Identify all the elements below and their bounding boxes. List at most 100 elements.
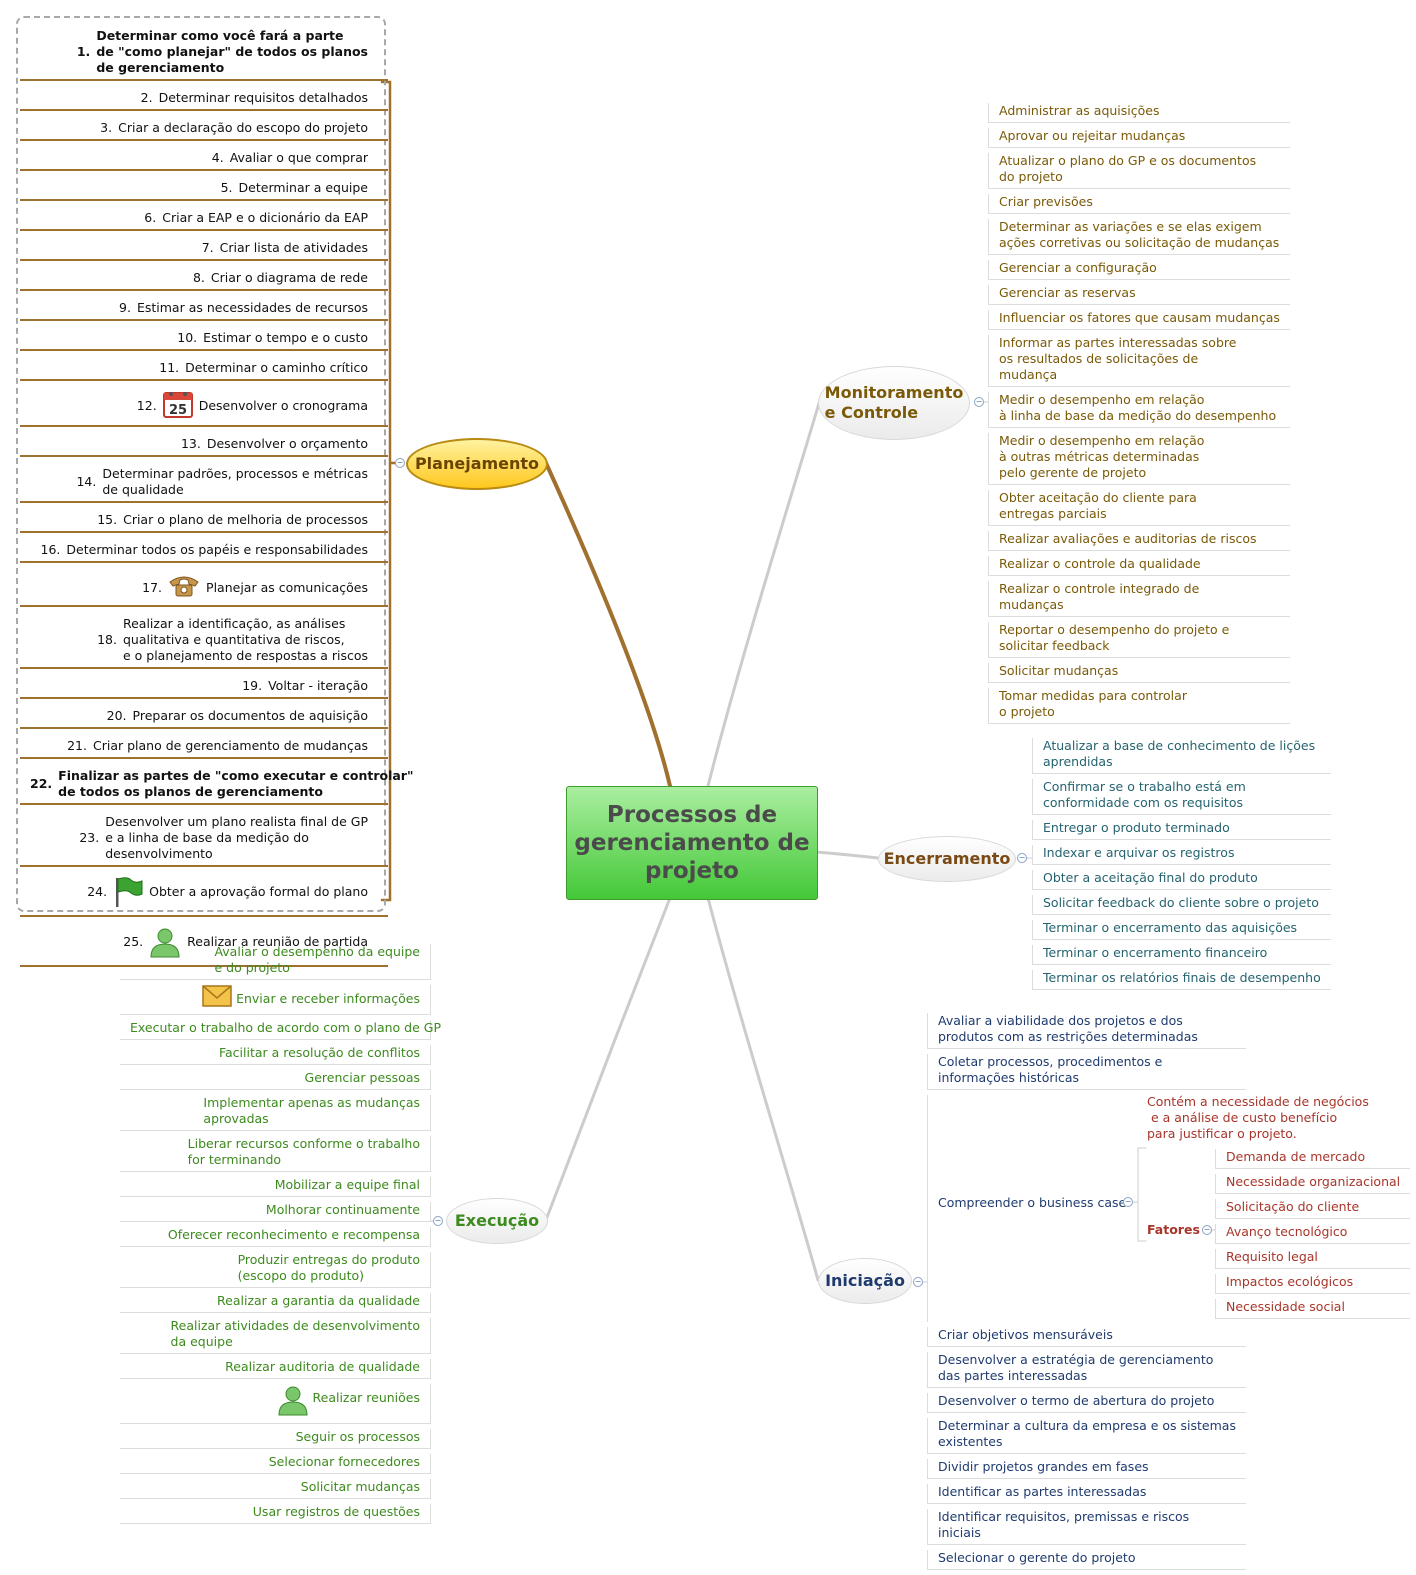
planejamento-item[interactable]: 3.Criar a declaração do escopo do projet… [20, 120, 388, 141]
planejamento-item[interactable]: 1.Determinar como você fará a parte de "… [20, 28, 388, 81]
execucao-item[interactable]: Gerenciar pessoas [120, 1070, 431, 1090]
execucao-item[interactable]: Produzir entregas do produto (escopo do … [120, 1252, 431, 1288]
monitoramento-item[interactable]: Influenciar os fatores que causam mudanç… [988, 310, 1290, 330]
collapse-planejamento-icon[interactable]: − [395, 458, 405, 468]
root-topic[interactable]: Processos de gerenciamento de projeto [566, 786, 818, 900]
monitoramento-item[interactable]: Informar as partes interessadas sobre os… [988, 335, 1290, 387]
collapse-monitoramento-icon[interactable]: − [974, 397, 984, 407]
encerramento-item[interactable]: Terminar o encerramento das aquisições [1032, 920, 1331, 940]
fator-item[interactable]: Demanda de mercado [1215, 1149, 1411, 1169]
planejamento-item[interactable]: 4.Avaliar o que comprar [20, 150, 388, 171]
iniciacao-item[interactable]: Desenvolver a estratégia de gerenciament… [927, 1352, 1246, 1388]
fator-item[interactable]: Requisito legal [1215, 1249, 1411, 1269]
planejamento-item[interactable]: 24.Obter a aprovação formal do plano [20, 876, 388, 917]
topic-monitoramento[interactable]: Monitoramento e Controle [818, 366, 970, 440]
planejamento-item[interactable]: 13.Desenvolver o orçamento [20, 436, 388, 457]
planejamento-item[interactable]: 15.Criar o plano de melhoria de processo… [20, 512, 388, 533]
collapse-iniciacao-icon[interactable]: − [913, 1277, 923, 1287]
execucao-item[interactable]: Realizar reuniões [120, 1384, 431, 1424]
execucao-item[interactable]: Mobilizar a equipe final [120, 1177, 431, 1197]
planejamento-item[interactable]: 25.Realizar a reunião de partida [20, 926, 388, 967]
iniciacao-item[interactable]: Determinar a cultura da empresa e os sis… [927, 1418, 1246, 1454]
execucao-item[interactable]: Implementar apenas as mudanças aprovadas [120, 1095, 431, 1131]
execucao-item[interactable]: Molhorar continuamente [120, 1202, 431, 1222]
iniciacao-item[interactable]: Desenvolver o termo de abertura do proje… [927, 1393, 1246, 1413]
planejamento-item[interactable]: 5.Determinar a equipe [20, 180, 388, 201]
planejamento-item[interactable]: 2.Determinar requisitos detalhados [20, 90, 388, 111]
execucao-item[interactable]: Solicitar mudanças [120, 1479, 431, 1499]
monitoramento-item[interactable]: Medir o desempenho em relação à linha de… [988, 392, 1290, 428]
encerramento-item[interactable]: Indexar e arquivar os registros [1032, 845, 1331, 865]
encerramento-item[interactable]: Entregar o produto terminado [1032, 820, 1331, 840]
topic-encerramento[interactable]: Encerramento [878, 836, 1016, 882]
execucao-item[interactable]: Usar registros de questões [120, 1504, 431, 1524]
fatores-label[interactable]: Fatores [1147, 1222, 1200, 1237]
encerramento-item[interactable]: Terminar o encerramento financeiro [1032, 945, 1331, 965]
monitoramento-item[interactable]: Realizar o controle integrado de mudança… [988, 581, 1290, 617]
execucao-item[interactable]: Realizar auditoria de qualidade [120, 1359, 431, 1379]
iniciacao-item[interactable]: Criar objetivos mensuráveis [927, 1327, 1246, 1347]
iniciacao-item[interactable]: Selecionar o gerente do projeto [927, 1550, 1246, 1570]
monitoramento-item[interactable]: Realizar o controle da qualidade [988, 556, 1290, 576]
iniciacao-item[interactable]: Identificar requisitos, premissas e risc… [927, 1509, 1246, 1545]
planejamento-item[interactable]: 9.Estimar as necessidades de recursos [20, 300, 388, 321]
iniciacao-item[interactable]: Coletar processos, procedimentos e infor… [927, 1054, 1246, 1090]
monitoramento-item[interactable]: Medir o desempenho em relação à outras m… [988, 433, 1290, 485]
fator-item[interactable]: Necessidade organizacional [1215, 1174, 1411, 1194]
monitoramento-item[interactable]: Gerenciar a configuração [988, 260, 1290, 280]
execucao-item[interactable]: Facilitar a resolução de conflitos [120, 1045, 431, 1065]
monitoramento-item[interactable]: Administrar as aquisições [988, 103, 1290, 123]
iniciacao-item[interactable]: Identificar as partes interessadas [927, 1484, 1246, 1504]
monitoramento-item[interactable]: Determinar as variações e se elas exigem… [988, 219, 1290, 255]
encerramento-item[interactable]: Atualizar a base de conhecimento de liçõ… [1032, 738, 1331, 774]
fator-item[interactable]: Avanço tecnológico [1215, 1224, 1411, 1244]
monitoramento-item[interactable]: Realizar avaliações e auditorias de risc… [988, 531, 1290, 551]
iniciacao-item[interactable]: Dividir projetos grandes em fases [927, 1459, 1246, 1479]
monitoramento-item[interactable]: Reportar o desempenho do projeto e solic… [988, 622, 1290, 658]
execucao-item[interactable]: Avaliar o desempenho da equipe e do proj… [120, 944, 431, 980]
planejamento-item[interactable]: 19.Voltar - iteração [20, 678, 388, 699]
execucao-item[interactable]: Executar o trabalho de acordo com o plan… [120, 1020, 441, 1040]
encerramento-item[interactable]: Confirmar se o trabalho está em conformi… [1032, 779, 1331, 815]
monitoramento-item[interactable]: Aprovar ou rejeitar mudanças [988, 128, 1290, 148]
collapse-encerramento-icon[interactable]: − [1017, 853, 1027, 863]
planejamento-item[interactable]: 17.Planejar as comunicações [20, 572, 388, 607]
execucao-item[interactable]: Oferecer reconhecimento e recompensa [120, 1227, 431, 1247]
monitoramento-item[interactable]: Gerenciar as reservas [988, 285, 1290, 305]
encerramento-item[interactable]: Obter a aceitação final do produto [1032, 870, 1331, 890]
collapse-fatores-icon[interactable]: − [1202, 1225, 1212, 1235]
monitoramento-item[interactable]: Obter aceitação do cliente para entregas… [988, 490, 1290, 526]
planejamento-item[interactable]: 7.Criar lista de atividades [20, 240, 388, 261]
topic-execucao[interactable]: Execução [446, 1198, 548, 1244]
planejamento-item[interactable]: 18.Realizar a identificação, as análises… [20, 616, 388, 669]
iniciacao-item[interactable]: Avaliar a viabilidade dos projetos e dos… [927, 1013, 1246, 1049]
topic-planejamento[interactable]: Planejamento [406, 438, 548, 490]
planejamento-item[interactable]: 21.Criar plano de gerenciamento de mudan… [20, 738, 388, 759]
fator-item[interactable]: Impactos ecológicos [1215, 1274, 1411, 1294]
execucao-item[interactable]: Enviar e receber informações [120, 985, 431, 1015]
planejamento-item[interactable]: 11.Determinar o caminho crítico [20, 360, 388, 381]
collapse-execucao-icon[interactable]: − [433, 1216, 443, 1226]
monitoramento-item[interactable]: Criar previsões [988, 194, 1290, 214]
execucao-item[interactable]: Seguir os processos [120, 1429, 431, 1449]
execucao-item[interactable]: Selecionar fornecedores [120, 1454, 431, 1474]
planejamento-item[interactable]: 20.Preparar os documentos de aquisição [20, 708, 388, 729]
topic-iniciacao[interactable]: Iniciação [818, 1258, 912, 1304]
planejamento-item[interactable]: 23.Desenvolver um plano realista final d… [20, 814, 388, 867]
collapse-business-case-icon[interactable]: − [1123, 1197, 1133, 1207]
encerramento-item[interactable]: Terminar os relatórios finais de desempe… [1032, 970, 1331, 990]
monitoramento-item[interactable]: Solicitar mudanças [988, 663, 1290, 683]
planejamento-item[interactable]: 6.Criar a EAP e o dicionário da EAP [20, 210, 388, 231]
fator-item[interactable]: Solicitação do cliente [1215, 1199, 1411, 1219]
monitoramento-item[interactable]: Atualizar o plano do GP e os documentos … [988, 153, 1290, 189]
planejamento-item[interactable]: 16.Determinar todos os papéis e responsa… [20, 542, 388, 563]
planejamento-item[interactable]: 22.Finalizar as partes de "como executar… [20, 768, 414, 805]
monitoramento-item[interactable]: Tomar medidas para controlar o projeto [988, 688, 1290, 724]
fator-item[interactable]: Necessidade social [1215, 1299, 1411, 1319]
planejamento-item[interactable]: 8.Criar o diagrama de rede [20, 270, 388, 291]
planejamento-item[interactable]: 14.Determinar padrões, processos e métri… [20, 466, 388, 503]
execucao-item[interactable]: Liberar recursos conforme o trabalho for… [120, 1136, 431, 1172]
planejamento-item[interactable]: 10.Estimar o tempo e o custo [20, 330, 388, 351]
business-case-item[interactable]: Compreender o business case [927, 1095, 1246, 1322]
